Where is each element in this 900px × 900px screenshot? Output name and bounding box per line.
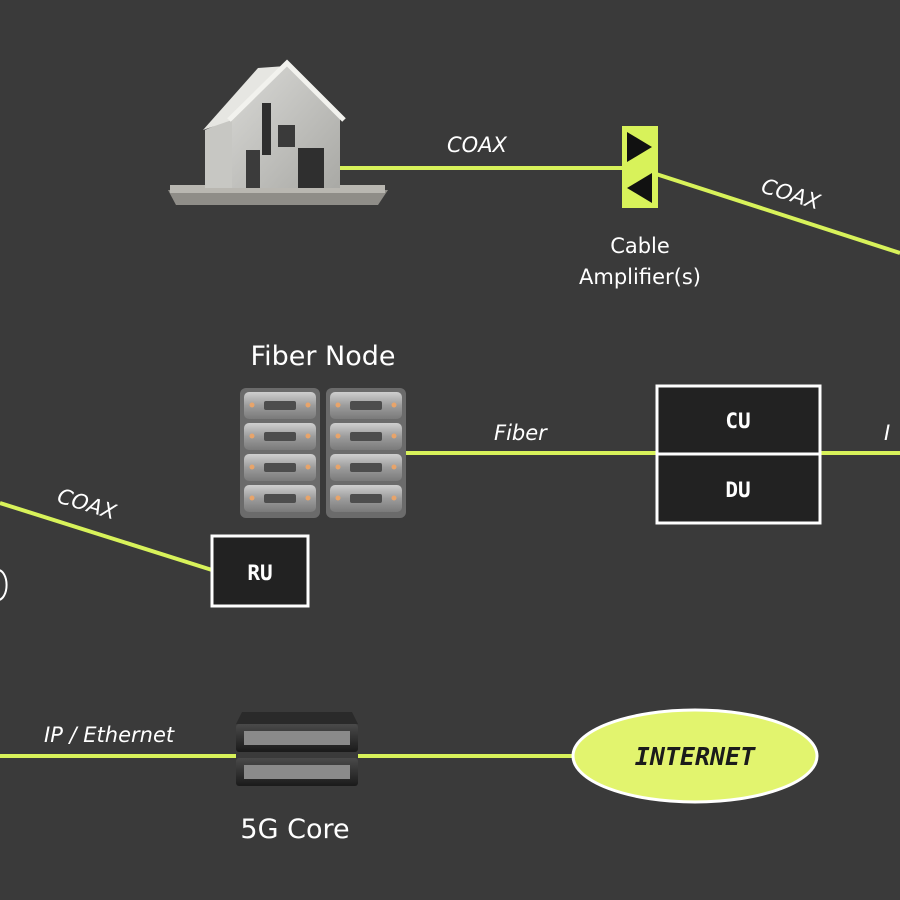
ru-box (210, 534, 310, 608)
amplifier-label-line2: Amplifier(s) (579, 265, 701, 289)
rack-unit-led (335, 402, 341, 408)
ip-label-partial: I (884, 421, 890, 445)
rack-unit-slot (264, 401, 296, 410)
internet-label: INTERNET (635, 742, 756, 771)
rack-unit-led (391, 402, 397, 408)
rack-unit-slot (264, 494, 296, 503)
rack-unit-slot (350, 494, 382, 503)
rack-unit-led (249, 495, 255, 501)
ru-label: RU (247, 561, 272, 585)
core-label: 5G Core (240, 814, 349, 845)
internet-ellipse (571, 708, 819, 804)
house-icon (168, 59, 388, 205)
rack-unit-led (305, 464, 311, 470)
amplifier-label-line1: Cable (610, 234, 670, 258)
rack-unit-slot (350, 463, 382, 472)
rack-unit-led (305, 402, 311, 408)
rack-unit-slot (264, 463, 296, 472)
rack-unit-led (391, 495, 397, 501)
du-label: DU (725, 478, 750, 502)
rack-unit-led (249, 402, 255, 408)
links (0, 166, 900, 758)
rack-unit-led (305, 433, 311, 439)
partial-shape-left-edge (0, 569, 8, 601)
server-rack-icon (240, 388, 406, 518)
cu-du-box (655, 384, 822, 525)
rack-unit-led (335, 433, 341, 439)
fiber-node-label: Fiber Node (251, 341, 396, 372)
rack-unit-led (305, 495, 311, 501)
rack-unit-led (391, 464, 397, 470)
coax-link-amplifier-right (655, 172, 900, 255)
ip-ethernet-label: IP / Ethernet (44, 723, 175, 747)
rack-unit-slot (350, 432, 382, 441)
rack-unit-led (249, 464, 255, 470)
coax-link-left-ru (0, 501, 213, 572)
rack-unit-slot (350, 401, 382, 410)
rack-unit-led (335, 464, 341, 470)
rack-unit-led (335, 495, 341, 501)
rack-unit-led (391, 433, 397, 439)
cu-box (655, 384, 822, 456)
rack-unit-slot (264, 432, 296, 441)
cu-label: CU (725, 409, 750, 433)
du-box (655, 452, 822, 525)
coax-label-top: COAX (447, 133, 508, 157)
amplifier-icon (622, 126, 658, 208)
rack-unit-led (249, 433, 255, 439)
fiber-label: Fiber (494, 421, 548, 445)
coax-label-left: COAX (55, 484, 120, 525)
server-icon (236, 712, 358, 786)
